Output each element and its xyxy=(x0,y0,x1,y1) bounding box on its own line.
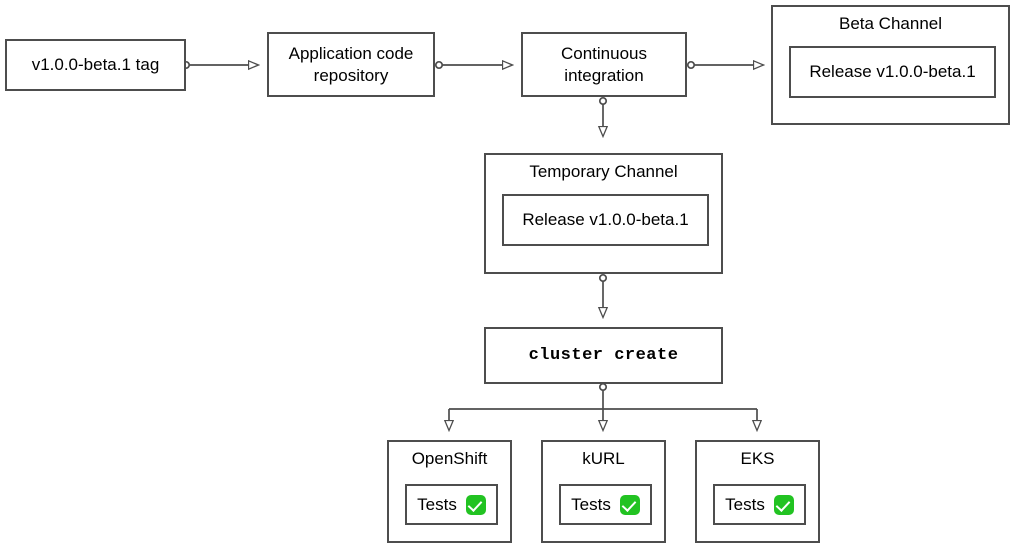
edge-source-dot-ci-temp xyxy=(598,96,608,106)
edge-source-dot-temp-cluster xyxy=(598,273,608,283)
node-application-code-repository-label: Application code repository xyxy=(288,44,414,85)
node-eks[interactable]: EKS Tests xyxy=(695,440,820,543)
node-openshift-tests-label: Tests xyxy=(417,494,457,514)
node-temporary-channel[interactable]: Temporary Channel Release v1.0.0-beta.1 xyxy=(484,153,723,274)
node-eks-tests[interactable]: Tests xyxy=(713,484,806,525)
node-openshift-tests[interactable]: Tests xyxy=(405,484,498,525)
node-beta-channel-release-label: Release v1.0.0-beta.1 xyxy=(809,62,976,82)
node-eks-title: EKS xyxy=(740,449,775,468)
node-eks-tests-label: Tests xyxy=(725,494,765,514)
node-beta-channel-title: Beta Channel xyxy=(838,14,943,33)
node-beta-channel-release[interactable]: Release v1.0.0-beta.1 xyxy=(789,46,996,98)
edge-source-dot-repo-ci xyxy=(434,60,444,70)
node-temporary-channel-title: Temporary Channel xyxy=(529,162,678,181)
node-kurl[interactable]: kURL Tests xyxy=(541,440,666,543)
check-mark-icon xyxy=(619,494,640,515)
edge-source-dot-ci-beta xyxy=(686,60,696,70)
node-openshift-title: OpenShift xyxy=(411,449,488,468)
edge-source-dot-cluster-fanout xyxy=(598,382,608,392)
node-continuous-integration-label: Continuous integration xyxy=(560,44,647,85)
node-application-code-repository[interactable]: Application code repository xyxy=(267,32,435,97)
node-temporary-channel-release-label: Release v1.0.0-beta.1 xyxy=(522,210,689,230)
node-continuous-integration[interactable]: Continuous integration xyxy=(521,32,687,97)
node-beta-channel[interactable]: Beta Channel Release v1.0.0-beta.1 xyxy=(771,5,1010,125)
check-mark-icon xyxy=(465,494,486,515)
node-cluster-create-label: cluster create xyxy=(528,345,679,365)
node-kurl-tests[interactable]: Tests xyxy=(559,484,652,525)
node-kurl-title: kURL xyxy=(582,449,625,468)
node-temporary-channel-release[interactable]: Release v1.0.0-beta.1 xyxy=(502,194,709,246)
node-kurl-tests-label: Tests xyxy=(571,494,611,514)
node-cluster-create[interactable]: cluster create xyxy=(484,327,723,384)
node-tag-label: v1.0.0-beta.1 tag xyxy=(31,55,160,75)
node-tag[interactable]: v1.0.0-beta.1 tag xyxy=(5,39,186,91)
check-mark-icon xyxy=(773,494,794,515)
node-openshift[interactable]: OpenShift Tests xyxy=(387,440,512,543)
